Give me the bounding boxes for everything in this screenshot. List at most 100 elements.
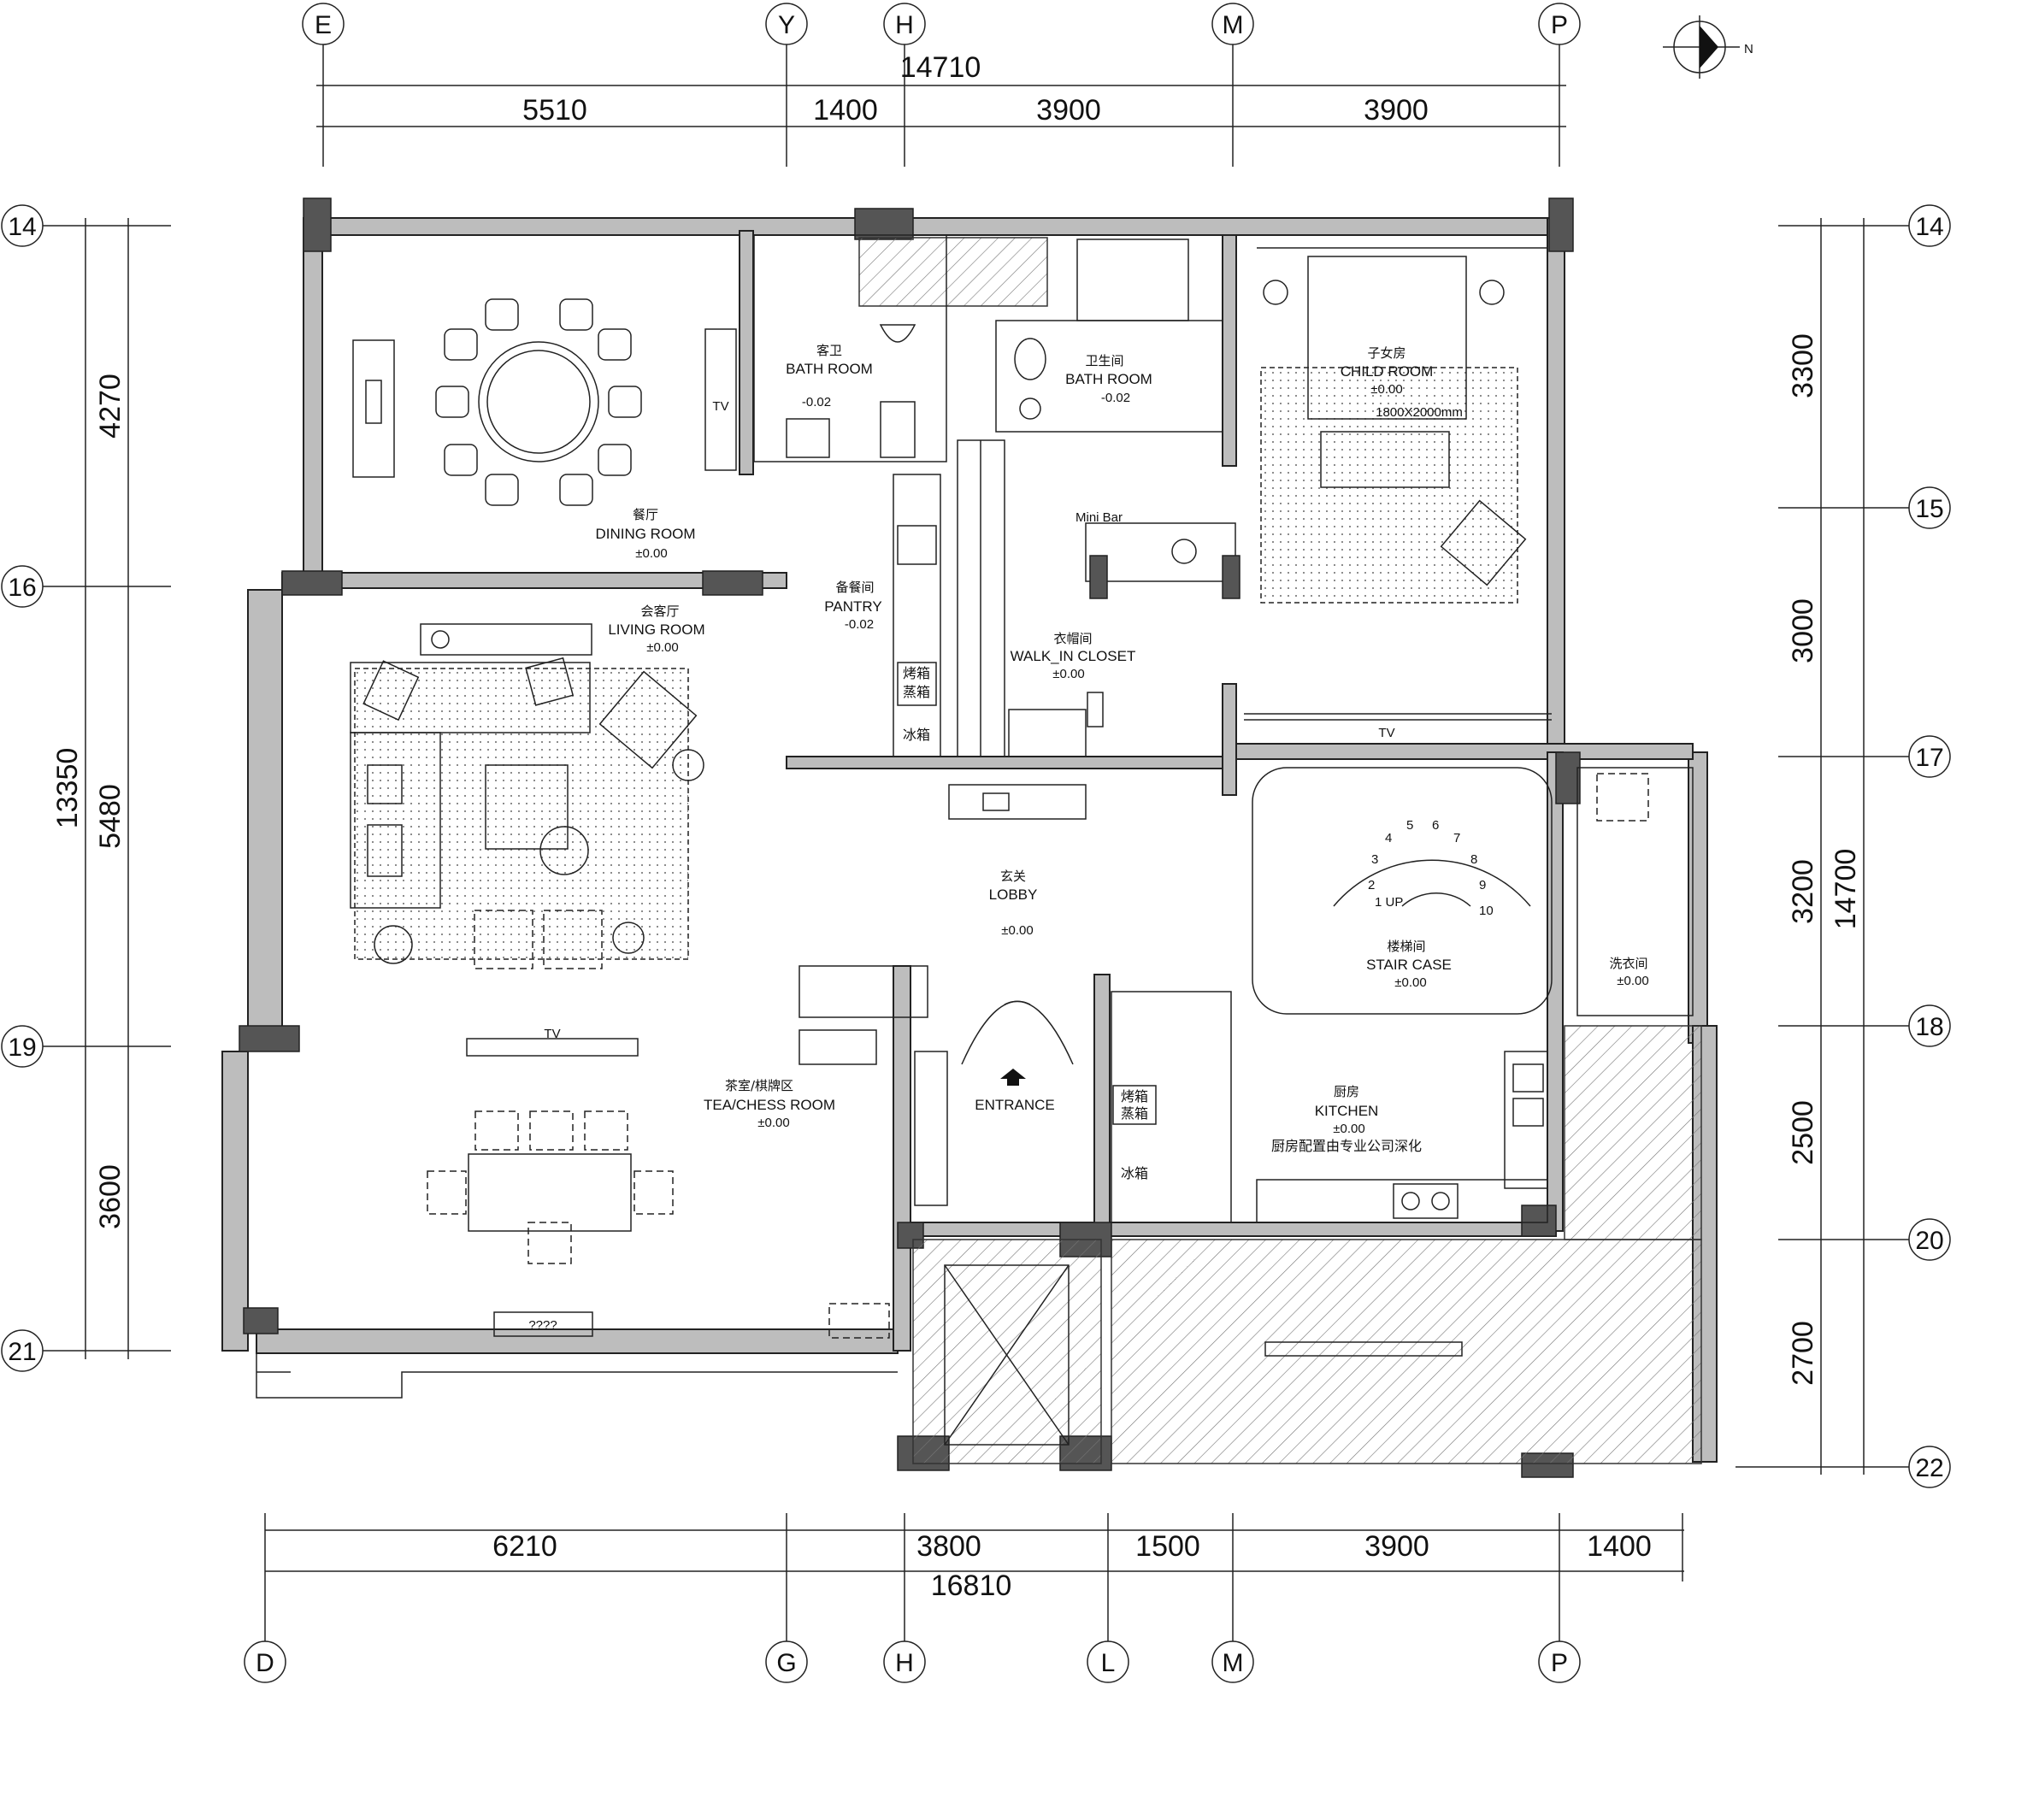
oven-label: 烤箱 [903,665,930,681]
lobby: 玄关 LOBBY ±0.00 ENTRANCE [948,784,1087,1113]
axis-label: 19 [8,1034,36,1062]
bath-room: 卫生间 BATH ROOM -0.02 [995,239,1223,433]
room-cn: 玄关 [1000,869,1026,884]
axis-label: E [315,11,332,39]
axis-label: 20 [1915,1227,1943,1255]
north-arrow-icon: N [1663,15,1753,79]
tv-label: TV [544,1027,560,1041]
north-label: N [1744,42,1753,56]
right-axis-bubbles: 14 15 17 18 20 22 3300 3000 3200 2500 27… [1736,204,1951,1488]
dim-left-seg: 4270 [94,374,127,439]
dim-right-seg: 3000 [1787,598,1819,663]
stair-step: 5 [1406,818,1413,833]
stair-step: 6 [1432,818,1439,833]
walk-in-closet: Mini Bar 衣帽间 WALK_IN CLOSET ±0.00 [957,439,1240,757]
stair-step: 8 [1470,852,1477,867]
room-en: BATH ROOM [786,361,873,377]
dim-top-total: 14710 [900,51,981,84]
room-cn: 会客厅 [640,604,679,619]
top-dimensions: 14710 5510 1400 3900 3900 [316,51,1566,127]
stair-step: 3 [1371,852,1378,867]
left-axis-bubbles: 14 16 19 21 13350 4270 5480 3600 [1,204,171,1372]
room-cn: 卫生间 [1085,353,1123,368]
room-cn: 茶室/棋牌区 [725,1078,793,1093]
room-cn: 厨房 [1334,1084,1359,1099]
room-level: ±0.00 [635,546,667,561]
room-cn: 楼梯间 [1387,939,1425,954]
room-level: ±0.00 [1617,974,1648,988]
stair-step: 9 [1479,878,1486,892]
room-en: LOBBY [989,886,1038,903]
steamer-label: 蒸箱 [903,684,930,700]
dim-right-seg: 3200 [1787,859,1819,924]
stair-step: 4 [1385,831,1392,845]
room-en: STAIR CASE [1366,957,1452,973]
tv-label: TV [1378,726,1394,740]
dim-top-seg: 3900 [1036,94,1101,127]
stair-step: 10 [1479,904,1494,918]
axis-bubble-P: P [1538,3,1581,167]
room-level: ±0.00 [757,1116,789,1130]
stair-step: 7 [1453,831,1460,845]
dining-chairs [435,298,642,506]
tea-room: ???? 茶室/棋牌区 TEA/CHESS ROOM ±0.00 [427,965,948,1339]
room-en: DINING ROOM [595,526,695,542]
tv-label: TV [712,399,728,414]
dim-top-seg: 5510 [522,94,587,127]
pantry: 烤箱 蒸箱 冰箱 备餐间 PANTRY -0.02 [824,474,941,757]
axis-label: 14 [1915,213,1943,241]
axis-label: 16 [8,574,36,602]
axis-label: 14 [8,213,36,241]
axis-label: 22 [1915,1454,1943,1482]
axis-bubble-M: M [1211,3,1254,167]
oven-label: 烤箱 [1121,1088,1148,1104]
axis-label: L [1101,1649,1116,1677]
dim-bottom-seg: 6210 [492,1530,557,1563]
axis-bubble-E: E [302,3,345,167]
axis-label: P [1551,11,1568,39]
dim-right-seg: 2700 [1787,1321,1819,1386]
room-level: -0.02 [802,395,831,409]
axis-label: P [1551,1649,1568,1677]
room-en: CHILD ROOM [1341,363,1434,380]
room-en: KITCHEN [1315,1103,1379,1119]
dim-top-seg: 1400 [813,94,878,127]
room-cn: 子女房 [1367,345,1405,361]
room-level: ±0.00 [646,640,678,655]
axis-label: D [256,1649,274,1677]
fridge-label: 冰箱 [903,727,930,743]
dim-right-seg: 2500 [1787,1100,1819,1165]
bed-size: 1800X2000mm [1376,405,1463,420]
room-cn: 衣帽间 [1053,631,1092,646]
room-level: ±0.00 [1394,975,1426,990]
dim-bottom-seg: 3900 [1364,1530,1429,1563]
stair-case: 1 UP 2 3 4 5 6 7 8 9 10 楼梯间 STAIR CASE ±… [1252,767,1553,1015]
axis-bubble-Y: Y [765,3,808,167]
fridge-label: 冰箱 [1121,1165,1148,1181]
room-en: BATH ROOM [1065,371,1152,387]
dim-bottom-total: 16810 [931,1570,1012,1602]
hatched-areas [858,237,1702,1464]
room-en: LIVING ROOM [608,621,704,638]
axis-label: H [895,1649,914,1677]
room-level: -0.02 [1101,391,1130,405]
room-en: TEA/CHESS ROOM [704,1097,835,1113]
axis-label: 18 [1915,1013,1943,1041]
dim-top-seg: 3900 [1364,94,1429,127]
living-room: 会客厅 LIVING ROOM ±0.00 TV [350,604,705,1057]
room-cn: 客卫 [816,343,842,358]
room-cn: 洗衣间 [1609,956,1647,971]
room-level: ±0.00 [1370,382,1402,397]
top-axis-bubbles: E Y H M P [302,3,1581,167]
bottom-axis-bubbles: 6210 3800 1500 3900 1400 16810 D G H L M… [244,1513,1684,1683]
dim-bottom-seg: 3800 [916,1530,981,1563]
stair-step: 2 [1368,878,1375,892]
axis-label: M [1223,11,1244,39]
axis-label: 15 [1915,495,1943,523]
dim-right-outer: 14700 [1830,849,1862,930]
dim-left-outer: 13350 [51,748,84,829]
entrance-label: ENTRANCE [975,1097,1055,1113]
room-level: -0.02 [845,617,874,632]
axis-label: G [776,1649,796,1677]
axis-label: 21 [8,1338,36,1366]
